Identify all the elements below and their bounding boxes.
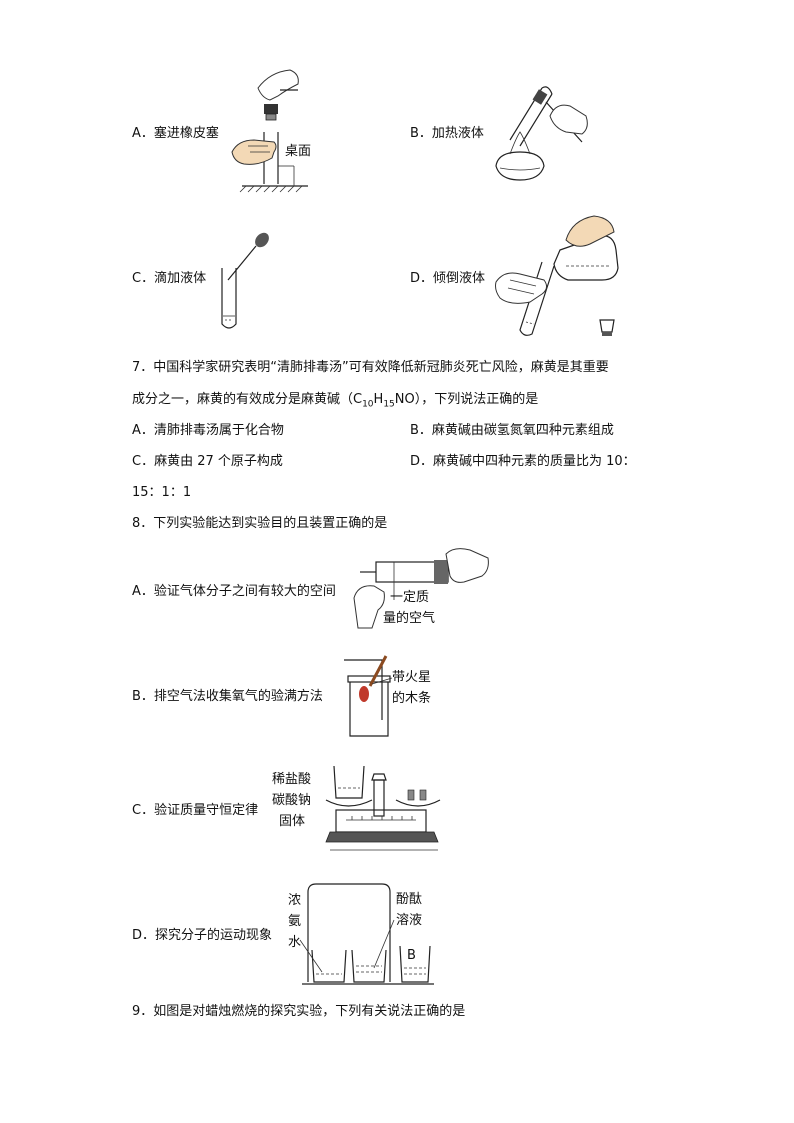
figure-8a-label-2: 量的空气: [383, 611, 436, 626]
figure-8d-label-rongye: 溶液: [396, 913, 423, 928]
option-6b-label: B．加热液体: [410, 126, 484, 141]
q7-formula-sub2: 15: [383, 399, 395, 410]
q7-option-d-continued: 15：1：1: [132, 485, 192, 500]
figure-8b-label-2: 的木条: [392, 691, 432, 706]
q8-option-d: D．探究分子的运动现象: [132, 928, 273, 943]
q7-stem-line2-a: 成分之一，麻黄的有效成分是麻黄碱（C: [132, 392, 363, 407]
q7-option-d: D．麻黄碱中四种元素的质量比为 10：: [410, 454, 636, 469]
figure-8a-syringe: [353, 548, 489, 629]
figure-8c-label-1: 稀盐酸: [272, 772, 312, 787]
q7-stem-line2: 成分之一，麻黄的有效成分是麻黄碱（C10H15NO），下列说法正确的是: [132, 392, 538, 413]
figure-d-pouring: [495, 215, 619, 336]
q7-option-a: A．清肺排毒汤属于化合物: [132, 423, 284, 438]
option-6c-label: C．滴加液体: [132, 271, 207, 286]
figure-8d-label-fentai: 酚酞: [396, 892, 423, 907]
q8-option-b: B．排空气法收集氧气的验满方法: [132, 689, 323, 704]
q7-option-c: C．麻黄由 27 个原子构成: [132, 454, 283, 469]
q8-option-a: A．验证气体分子之间有较大的空间: [132, 584, 336, 599]
q7-option-b: B．麻黄碱由碳氢氮氧四种元素组成: [410, 423, 614, 438]
q7-stem-line1: 7．中国科学家研究表明“清肺排毒汤”可有效降低新冠肺炎死亡风险，麻黄是其重要: [132, 360, 609, 375]
q7-formula-sub1: 10: [362, 399, 374, 410]
figure-8b-label-1: 带火星: [392, 670, 432, 685]
q8-stem: 8．下列实验能达到实验目的且装置正确的是: [132, 516, 388, 531]
figure-8b-pointer: [371, 677, 393, 685]
option-6d-label: D．倾倒液体: [410, 271, 486, 286]
figure-8d-label-nong: 浓: [288, 893, 302, 908]
figure-a-table-label: 桌面: [285, 144, 312, 159]
q7-stem-line2-b: NO），下列说法正确的是: [394, 392, 539, 407]
q7-formula-h: H: [373, 392, 384, 407]
figure-8d-label-an: 氨: [288, 914, 302, 929]
option-6a-label: A．塞进橡皮塞: [132, 126, 219, 141]
figure-c-dropping: [221, 232, 269, 329]
figure-8d-label-b: B: [407, 948, 416, 963]
figure-b-heating: [495, 86, 588, 181]
figure-8d-label-shui: 水: [288, 935, 302, 950]
figure-8a-label-1: 一定质: [390, 590, 430, 605]
figure-8c-label-2: 碳酸钠: [272, 793, 312, 808]
q8-option-c: C．验证质量守恒定律: [132, 803, 259, 818]
figure-8c-label-3: 固体: [279, 814, 306, 829]
q9-stem: 9．如图是对蜡烛燃烧的探究实验，下列有关说法正确的是: [132, 1004, 466, 1019]
figure-8c-balance: [325, 765, 441, 851]
figure-8d-beakers: [299, 883, 434, 985]
figure-a-stopper: [231, 69, 308, 193]
